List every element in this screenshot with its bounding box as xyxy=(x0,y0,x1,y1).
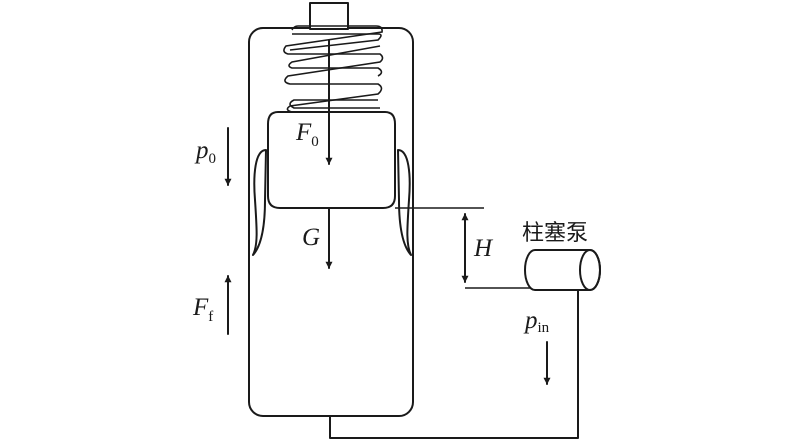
piston xyxy=(267,111,396,209)
label-p0: p0 xyxy=(194,137,216,167)
label-pin: pin xyxy=(523,307,550,336)
rod-cap xyxy=(309,2,349,30)
label-Ff: Ff xyxy=(192,294,213,325)
spring xyxy=(283,25,384,113)
label-G: G xyxy=(302,224,320,251)
right-seal xyxy=(397,149,412,256)
supply-pipe xyxy=(329,287,579,439)
label-F0: F0 xyxy=(295,119,319,150)
label-H: H xyxy=(473,235,494,262)
left-seal xyxy=(252,149,267,256)
plunger-pump xyxy=(524,249,601,291)
cylinder-body xyxy=(248,27,414,417)
label-pump: 柱塞泵 xyxy=(522,221,588,246)
